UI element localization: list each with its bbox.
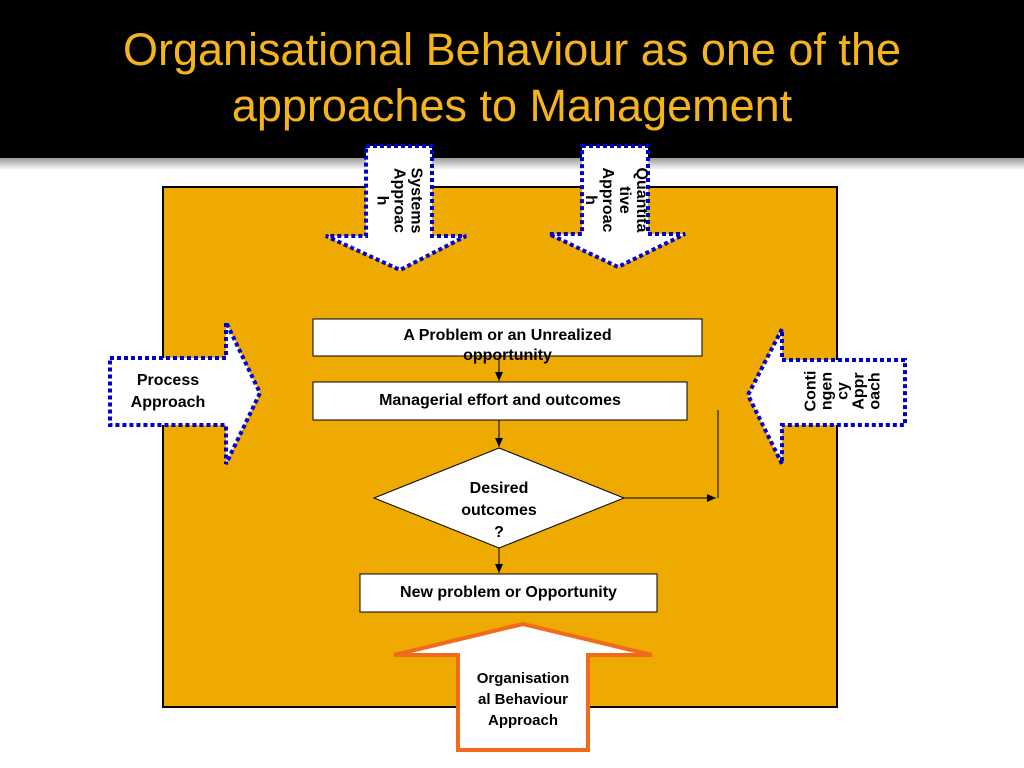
- decision-text: Desired outcomes ?: [424, 478, 574, 550]
- ob-line-1: Organisation: [476, 669, 570, 687]
- process-line-1: Process: [136, 372, 200, 389]
- process-line-2: Approach: [130, 394, 206, 411]
- quantitative-approach-label: Quantita tive Approac h: [582, 155, 650, 245]
- systems-line-2: Approac: [390, 168, 408, 233]
- title-line-2: approaches to Management: [231, 80, 793, 131]
- problem-line-1: A Problem or an Unrealized: [403, 327, 612, 344]
- quantitative-line-4: h: [582, 195, 599, 205]
- decision-line-3: ?: [494, 524, 504, 541]
- title-bar: [0, 0, 1024, 170]
- ob-line-3: Approach: [487, 711, 558, 729]
- contingency-line-5: oach: [866, 372, 884, 410]
- ob-line-2: al Behaviour: [477, 690, 569, 708]
- contingency-line-2: ngen: [818, 371, 836, 411]
- contingency-line-1: Conti: [802, 370, 820, 412]
- contingency-approach-arrow: [745, 328, 907, 465]
- contingency-line-4: Appr: [850, 372, 868, 410]
- systems-line-1: Systems: [407, 167, 425, 234]
- systems-approach-arrow: [325, 144, 467, 273]
- quantitative-line-1: Quantita: [633, 167, 650, 233]
- decision-line-2: outcomes: [461, 502, 537, 519]
- systems-approach-label: Systems Approac h: [374, 158, 425, 244]
- main-panel: [162, 186, 838, 708]
- new-problem-text: New problem or Opportunity: [400, 584, 617, 601]
- process-approach-label: Process Approach: [112, 360, 224, 424]
- effort-text: Managerial effort and outcomes: [379, 392, 621, 409]
- problem-text: A Problem or an Unrealized opportunity: [313, 326, 702, 368]
- process-approach-arrow: [108, 321, 263, 465]
- decision-line-1: Desired: [469, 480, 529, 497]
- contingency-line-3: cy: [834, 382, 852, 400]
- systems-line-3: h: [373, 195, 391, 206]
- title-line-1: Organisational Behaviour as one of the: [122, 24, 901, 75]
- problem-box: [312, 318, 703, 357]
- problem-line-2: opportunity: [463, 347, 552, 364]
- organisational-behaviour-arrow: [393, 621, 653, 752]
- quantitative-line-3: Approac: [599, 167, 616, 233]
- quantitative-line-2: tive: [616, 186, 633, 214]
- contingency-approach-label: Conti ngen cy Appr oach: [802, 345, 884, 438]
- effort-box: [312, 381, 688, 421]
- quantitative-approach-arrow: [548, 144, 686, 270]
- new-problem-box: [359, 573, 658, 613]
- organisational-behaviour-label: Organisation al Behaviour Approach: [460, 660, 586, 738]
- page-title: Organisational Behaviour as one of the a…: [0, 22, 1024, 134]
